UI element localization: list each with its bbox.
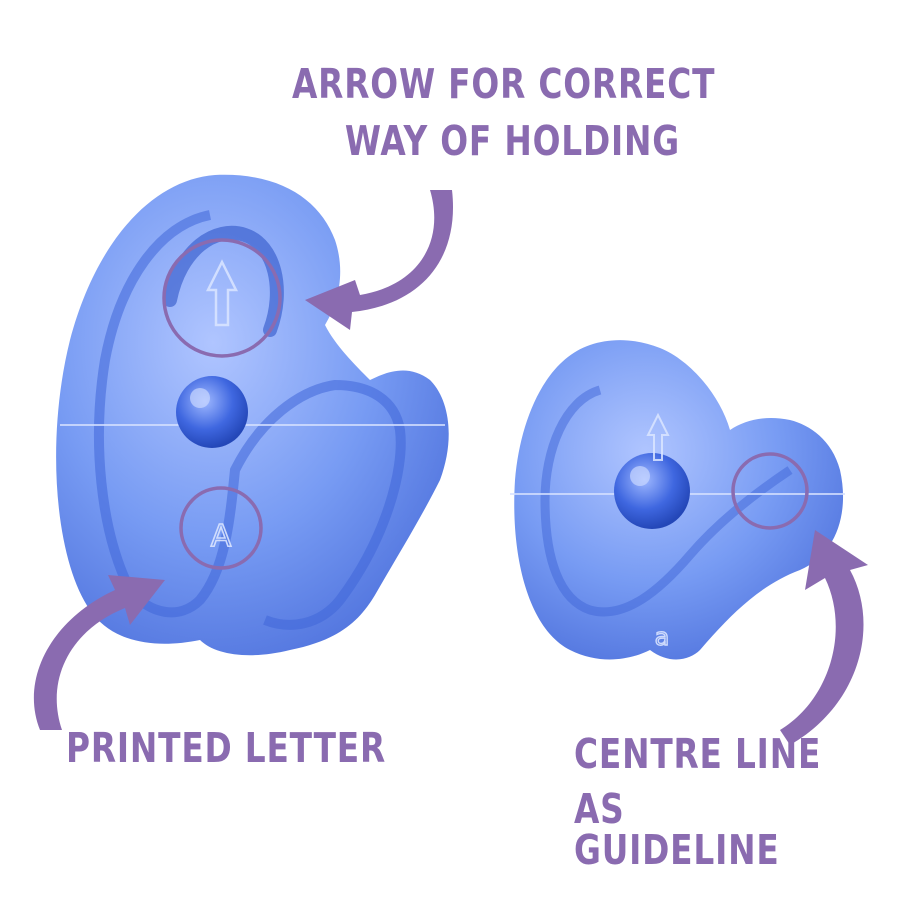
highlight-circle-arrow	[162, 238, 282, 358]
callout-label-arrow-line1: ARROW FOR CORRECT	[292, 60, 716, 108]
highlight-circle-letter	[179, 486, 263, 570]
embossed-letter-large: A	[211, 519, 232, 554]
highlight-circle-centre-line	[731, 452, 809, 530]
small-cutter: a	[510, 340, 845, 660]
callout-label-centre-line1: CENTRE LINE	[574, 730, 822, 778]
callout-label-centre: CENTRE LINE AS GUIDELINE	[574, 734, 840, 885]
small-embossed-arrow-icon	[646, 412, 670, 461]
large-cutter-plunger-highlight	[190, 388, 210, 408]
embossed-arrow-icon	[205, 259, 239, 327]
large-cutter-inner-ridge	[93, 210, 406, 630]
small-cutter-plunger-ball	[614, 453, 690, 529]
callout-label-printed: PRINTED LETTER	[66, 728, 386, 769]
callout-label-arrow-line2: WAY OF HOLDING	[344, 117, 680, 165]
large-cutter-plunger-ball	[176, 376, 248, 448]
callout-arrow-bottom-right	[780, 530, 868, 745]
callout-label-printed-line1: PRINTED LETTER	[66, 724, 387, 772]
callout-arrow-bottom-left	[33, 575, 165, 730]
callout-label-centre-line2: AS GUIDELINE	[574, 785, 780, 874]
small-cutter-plunger-highlight	[630, 466, 650, 486]
large-cutter-body	[56, 174, 449, 656]
callout-label-arrow: ARROW FOR CORRECT WAY OF HOLDING	[292, 64, 715, 178]
callout-arrow-top	[305, 190, 454, 330]
large-cutter: A	[56, 174, 449, 656]
small-cutter-inner-ridge	[540, 385, 793, 617]
embossed-letter-small: a	[655, 623, 670, 651]
large-cutter-arch	[163, 225, 284, 337]
